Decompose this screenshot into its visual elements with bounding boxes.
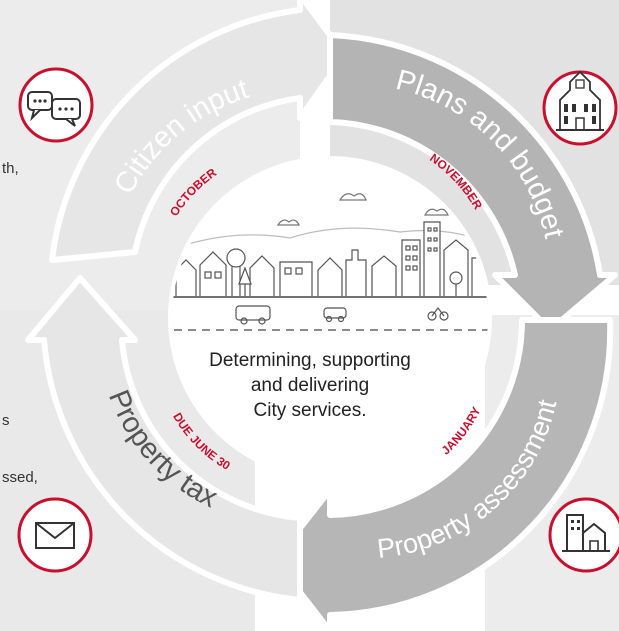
speech-bubbles-icon: [18, 67, 94, 143]
citizen-input-arrow: [49, 0, 348, 263]
side-text-fragment: th,: [2, 160, 19, 177]
cycle-ring: [25, 0, 618, 631]
city-hall-icon: [542, 70, 618, 146]
center-caption: Determining, supporting and delivering C…: [150, 348, 470, 423]
center-line: Determining, supporting: [209, 350, 411, 371]
envelope-icon: [17, 497, 93, 573]
side-text-fragment: ssed,: [2, 469, 38, 486]
city-skyline-illustration: [172, 193, 488, 331]
center-line: and delivering: [250, 375, 370, 396]
side-text-fragment: s: [2, 412, 10, 429]
property-tax-arrow: [25, 275, 303, 603]
property-assessment-arrow: [272, 317, 614, 631]
buildings-icon: [548, 497, 619, 573]
center-line: City services.: [253, 400, 367, 421]
plans-budget-arrow: [327, 32, 618, 333]
